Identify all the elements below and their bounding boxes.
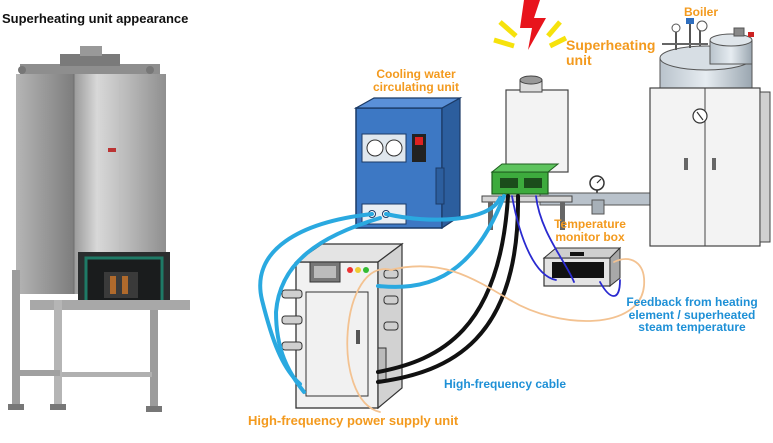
- photo-title: Superheating unit appearance: [2, 11, 189, 26]
- cooling-label-line1: Cooling water: [376, 67, 456, 81]
- temp-label-line1: Temperature: [554, 217, 626, 231]
- temp-label-line2: monitor box: [555, 229, 625, 244]
- cooling-label-line2: circulating unit: [372, 79, 459, 94]
- temperature-monitor-label: Temperature monitor box: [548, 218, 632, 243]
- boiler-label: Boiler: [684, 5, 719, 19]
- pressure-gauge-icon: [589, 175, 605, 193]
- feedback-label-line2: element / superheated: [628, 307, 756, 322]
- superheating-unit-label: Superheating unit: [566, 38, 655, 67]
- connections: [258, 194, 645, 413]
- superheating-label-line1: Superheating: [566, 37, 656, 53]
- superheating-label-line2: unit: [566, 51, 592, 68]
- superheating-unit-icon: [481, 75, 573, 230]
- hf-power-supply-label: High-frequency power supply unit: [248, 413, 459, 428]
- temperature-monitor-icon: [542, 246, 622, 288]
- boiler-icon: [649, 18, 771, 247]
- feedback-label-line3: steam temperature: [638, 320, 746, 335]
- hf-cable-label: High-frequency cable: [444, 377, 567, 391]
- lightning-icon: [493, 0, 568, 50]
- feedback-label: Feedback from heating element / superhea…: [614, 296, 770, 334]
- cooling-unit-label: Cooling water circulating unit: [360, 68, 472, 93]
- feedback-label-line1: Feedback from heating: [626, 295, 758, 309]
- superheating-unit-photo: [8, 46, 190, 412]
- cooling-water-unit-icon: [353, 96, 463, 230]
